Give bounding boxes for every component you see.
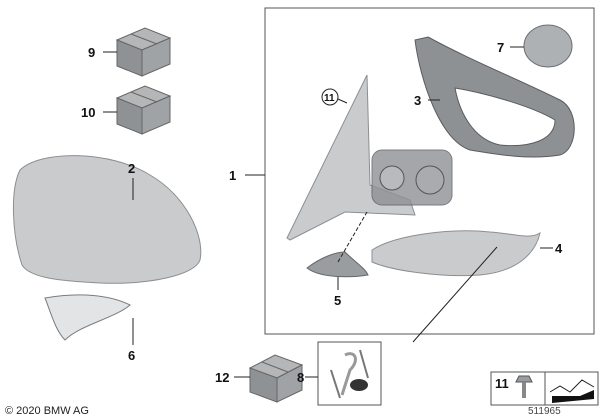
callout-2: 2 [128, 161, 135, 176]
part-7-mirror-glass[interactable] [523, 24, 573, 68]
callout-12: 12 [215, 370, 229, 385]
part-mirror-actuator[interactable] [371, 149, 453, 206]
assembly-frame [264, 7, 595, 335]
callout-7: 7 [497, 40, 504, 55]
callout-11-circled: 11 [324, 93, 335, 104]
callout-9: 9 [88, 45, 95, 60]
part-10-package[interactable] [115, 85, 172, 135]
arrow-repair-icon [549, 379, 595, 403]
part-8-screws-and-clip [330, 349, 369, 399]
part-9-package[interactable] [115, 27, 172, 77]
copyright: © 2020 BMW AG [5, 405, 89, 417]
callout-3: 3 [414, 93, 421, 108]
part-6-turn-signal[interactable] [44, 294, 131, 341]
part-2-mirror-cap[interactable] [13, 155, 202, 284]
part-5-cover-cap[interactable] [306, 251, 369, 278]
diagram-number: 511965 [528, 406, 561, 417]
callout-6: 6 [128, 348, 135, 363]
callout-10: 10 [81, 105, 95, 120]
callout-1: 1 [229, 168, 236, 183]
callout-8: 8 [297, 370, 304, 385]
part-8-kit-frame[interactable] [317, 341, 382, 406]
screw-icon [515, 375, 533, 398]
part-12-package[interactable] [248, 354, 304, 403]
callout-5: 5 [334, 293, 341, 308]
callout-4: 4 [555, 241, 563, 256]
callout-11: 11 [495, 376, 509, 391]
part-4-lower-cover[interactable] [371, 230, 541, 277]
